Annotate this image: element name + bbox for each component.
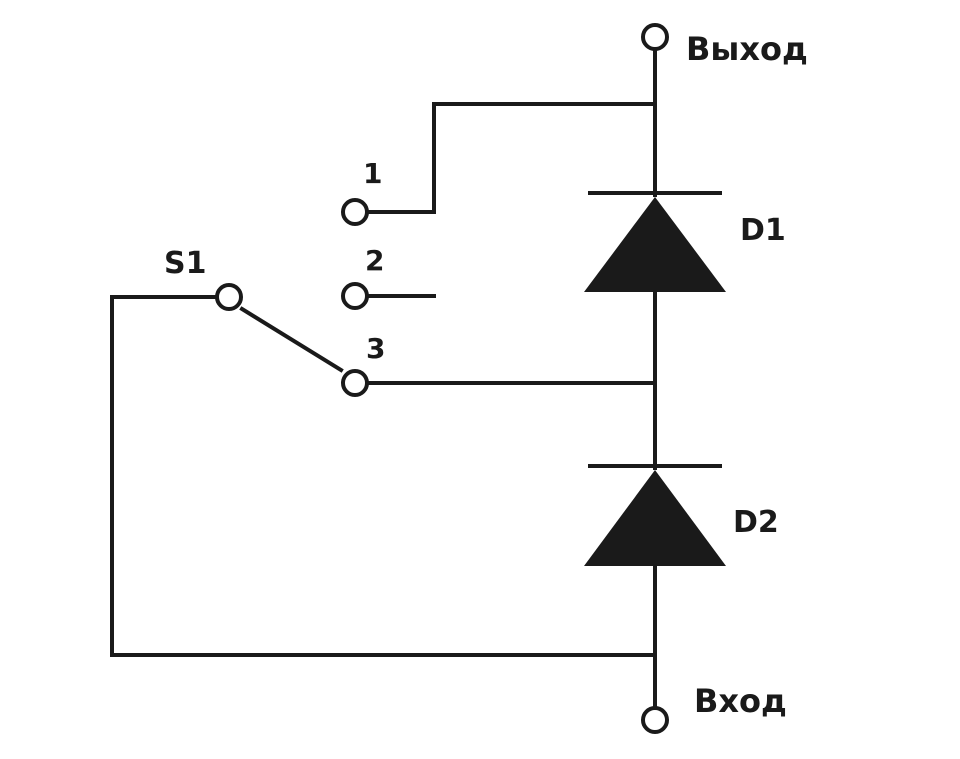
label-switch: S1	[164, 246, 206, 281]
label-position-1: 1	[363, 157, 382, 190]
label-output: Выход	[686, 30, 808, 68]
label-diode-d1: D1	[740, 213, 786, 248]
switch-contact-2	[341, 282, 369, 310]
label-input: Вход	[694, 682, 787, 720]
wire-position-1	[368, 102, 657, 214]
terminal-output	[641, 23, 669, 51]
diode-d2	[584, 464, 726, 566]
switch-contact-1	[341, 198, 369, 226]
wire-switch-common	[110, 295, 657, 657]
label-diode-d2: D2	[733, 505, 779, 540]
switch-lever	[239, 306, 344, 373]
switch-common-contact	[215, 283, 243, 311]
terminal-input	[641, 706, 669, 734]
diode-d1	[584, 191, 726, 292]
diode-d1-triangle	[584, 197, 726, 292]
label-position-2: 2	[365, 244, 384, 277]
label-position-3: 3	[366, 332, 385, 365]
switch-contact-3	[341, 369, 369, 397]
diode-d2-triangle	[584, 470, 726, 566]
